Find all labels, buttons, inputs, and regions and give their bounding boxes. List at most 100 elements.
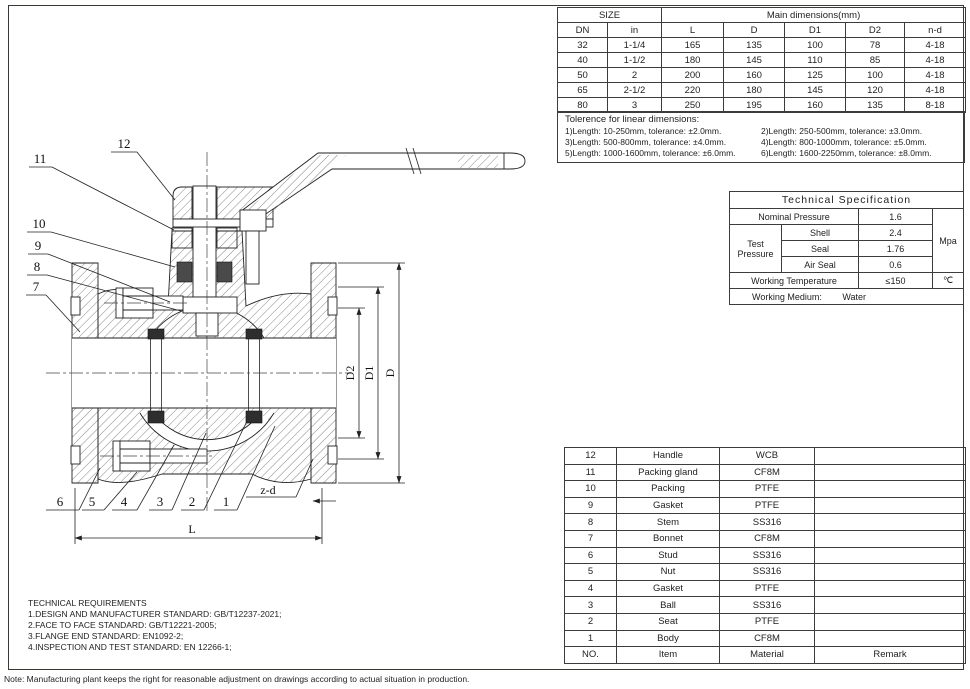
table-cell: 50 [557, 67, 608, 83]
table-cell: PTFE [719, 496, 815, 515]
list-item: 3)Length: 500-800mm, tolerance: ±4.0mm. [565, 137, 727, 147]
callout-9: 9 [35, 238, 42, 253]
table-cell: 5 [564, 563, 617, 581]
working-medium-label: Working Medium: [752, 291, 822, 302]
list-item: 1)Length: 10-250mm, tolerance: ±2.0mm. [565, 126, 722, 136]
table-cell: Gasket [616, 496, 720, 515]
callout-1: 1 [223, 494, 230, 509]
seat-ring [147, 328, 165, 340]
table-cell: Seat [616, 612, 720, 631]
callout-11: 11 [34, 151, 47, 166]
working-temperature-label: Working Temperature [729, 272, 859, 289]
table-cell: 32 [557, 37, 608, 53]
table-cell: SS316 [719, 546, 815, 565]
table-cell: 160 [723, 67, 785, 83]
callout-12: 12 [118, 136, 131, 151]
table-cell: 4-18 [903, 67, 967, 83]
stem-shaft [192, 185, 217, 298]
table-cell [814, 529, 966, 548]
col-header-nd: n-d [903, 22, 967, 38]
table-row: Nominal Pressure 1.6 Mpa [729, 208, 965, 273]
table-cell: 1-1/4 [607, 37, 662, 53]
test-pressure-line1: Test [747, 238, 764, 249]
table-cell: 100 [845, 67, 905, 83]
shell-label: Shell [781, 224, 859, 241]
seat-ring [245, 410, 263, 424]
table-cell: 2 [564, 612, 617, 631]
table-cell [814, 629, 966, 648]
table-row: Technical Specification [728, 191, 965, 209]
test-pressure-label: Test Pressure [729, 224, 782, 273]
callout-4: 4 [121, 494, 128, 509]
table-cell: 3 [564, 596, 617, 614]
table-cell: 2 [607, 67, 662, 83]
packing [176, 261, 193, 283]
footer-no: NO. [564, 646, 617, 664]
shell-value: 2.4 [858, 224, 933, 241]
callout-6: 6 [57, 494, 64, 509]
table-cell: Stud [616, 546, 720, 565]
table-cell: PTFE [719, 480, 815, 498]
table-row: Air Seal 0.6 [730, 256, 964, 273]
handle [239, 147, 526, 223]
callout-leaders [26, 151, 276, 511]
list-item: 2)Length: 250-500mm, tolerance: ±3.0mm. [761, 126, 923, 136]
footer-note: Note: Manufacturing plant keeps the righ… [4, 674, 470, 684]
tolerance-items-left: 1)Length: 10-250mm, tolerance: ±2.0mm.3)… [565, 126, 761, 159]
working-medium-value: Water [842, 291, 867, 302]
table-cell [814, 480, 966, 498]
callout-2: 2 [189, 494, 196, 509]
bonnet-stud [245, 230, 260, 285]
col-header-dn: DN [557, 22, 608, 38]
dim-label-d: D [383, 368, 397, 377]
technical-specification-table: Technical Specification Nominal Pressure… [728, 191, 965, 305]
table-cell: 10 [564, 480, 617, 498]
stem-base [182, 296, 238, 314]
table-cell: Gasket [616, 579, 720, 598]
ball-valve-section-drawing: D2 D1 D L z-d 12 11 10 9 8 7 6 5 4 3 2 1 [26, 136, 526, 544]
table-cell: 9 [564, 496, 617, 515]
centerlines [46, 152, 352, 512]
working-temperature-value: ≤150 [858, 272, 933, 289]
seat-faces [150, 339, 260, 411]
tolerance-items-right: 2)Length: 250-500mm, tolerance: ±3.0mm.4… [761, 126, 957, 159]
table-cell: 6 [564, 546, 617, 565]
table-cell: 4-18 [903, 82, 967, 98]
col-header-l: L [661, 22, 724, 38]
table-cell: 135 [723, 37, 785, 53]
size-header: SIZE [557, 7, 662, 23]
bolt-hole-notch [70, 445, 81, 465]
callout-8: 8 [34, 259, 41, 274]
packing-gland-left [171, 227, 193, 249]
table-cell: Stem [616, 513, 720, 531]
tolerance-box: Tolerence for linear dimensions: 1)Lengt… [557, 111, 965, 163]
table-cell: 145 [723, 52, 785, 68]
dim-label-d1: D1 [362, 366, 376, 381]
table-cell: 145 [784, 82, 846, 98]
table-cell [814, 596, 966, 614]
table-cell [814, 579, 966, 598]
table-cell: 165 [661, 37, 724, 53]
table-cell: 1-1/2 [607, 52, 662, 68]
packing-gland-right [216, 227, 238, 249]
table-cell: Ball [616, 596, 720, 614]
callout-5: 5 [89, 494, 96, 509]
table-cell: Body [616, 629, 720, 648]
table-cell: 135 [845, 97, 905, 113]
pressure-unit: Mpa [931, 208, 965, 273]
dim-label-l: L [188, 522, 195, 536]
internal-parts [70, 185, 338, 472]
seats-and-packing [147, 261, 263, 424]
